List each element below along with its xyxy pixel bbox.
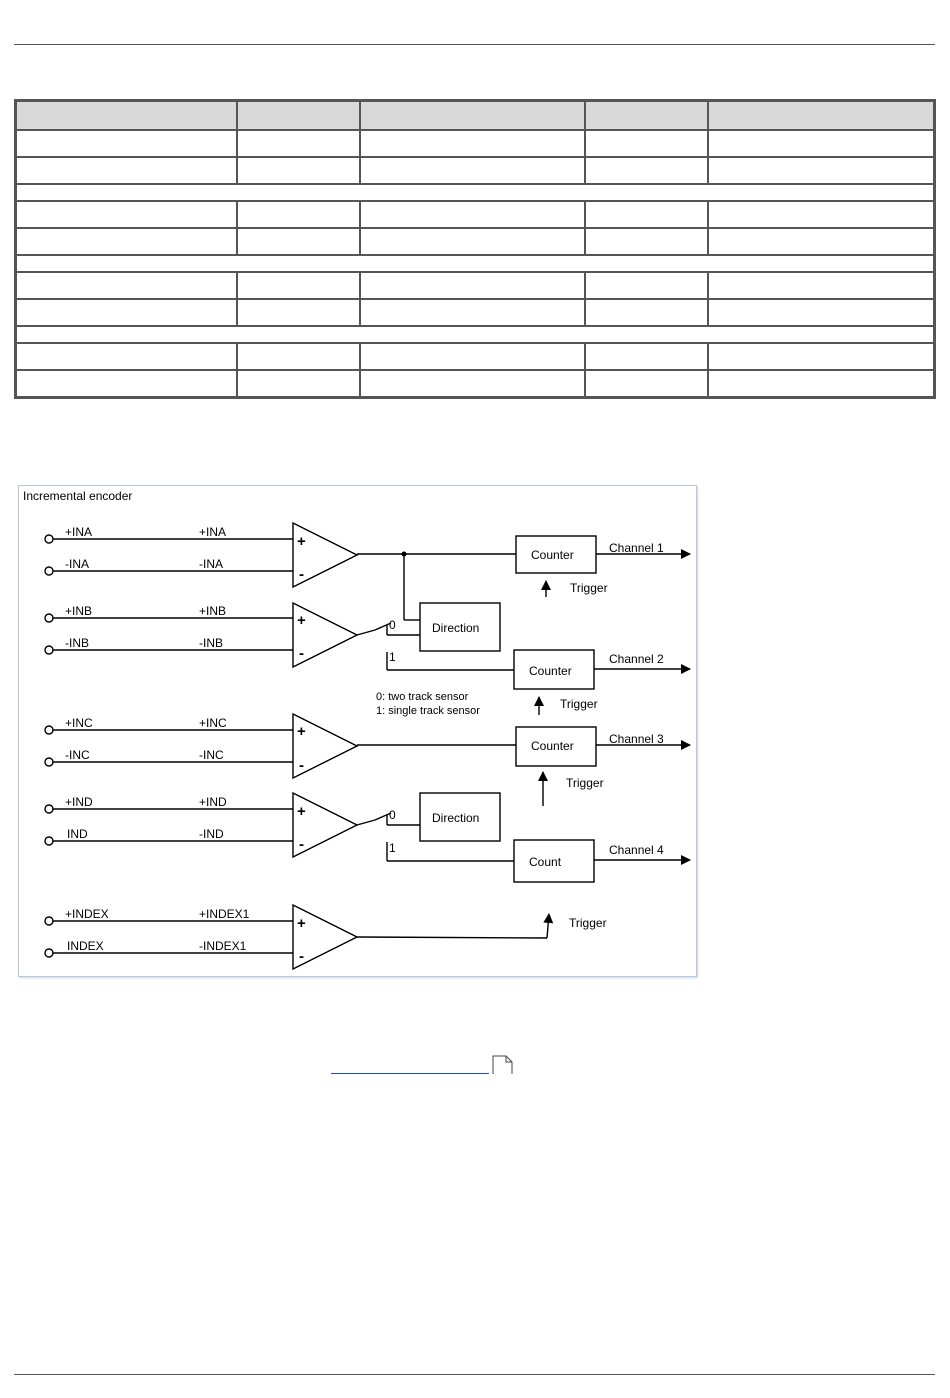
signal-label: +INA (199, 525, 226, 539)
terminal-icon (44, 566, 54, 576)
table-row (14, 342, 936, 371)
plus-sign: + (297, 723, 306, 740)
plus-sign: + (297, 612, 306, 629)
signal-label: +INC (199, 716, 227, 730)
table-header-cell (14, 99, 238, 131)
data-table (14, 99, 936, 399)
terminal-icon (44, 804, 54, 814)
channel-label: Channel 4 (609, 843, 664, 857)
minus-sign: - (299, 645, 304, 662)
minus-sign: - (299, 948, 304, 965)
pin-label: -INC (65, 748, 90, 762)
pin-label: -INB (65, 636, 89, 650)
figure-title: Incremental encoder (23, 489, 133, 503)
pin-label: IND (67, 827, 88, 841)
switch-label: 0 (389, 618, 396, 632)
pin-label: +INA (65, 525, 92, 539)
table-row (14, 156, 936, 185)
switch-label: 1 (389, 841, 396, 855)
count-4-block (513, 839, 595, 883)
comparator-d (292, 791, 359, 859)
switch-label: 1 (389, 650, 396, 664)
legend-line: 0: two track sensor (376, 691, 469, 703)
signal-label: -INDEX1 (199, 939, 247, 953)
direction-2-block (419, 792, 501, 842)
counter-label: Counter (529, 664, 572, 678)
trigger-label: Trigger (560, 697, 598, 711)
comparator-b (292, 601, 359, 669)
cross-reference-link[interactable] (331, 1063, 489, 1074)
signal-label: -INC (199, 748, 224, 762)
minus-sign: - (299, 566, 304, 583)
counter-1-block (515, 535, 597, 574)
minus-sign: - (299, 836, 304, 853)
switch-label: 0 (389, 808, 396, 822)
junction-dot (401, 551, 407, 557)
trigger-label: Trigger (570, 581, 608, 595)
plus-sign: + (297, 803, 306, 820)
signal-label: -INA (199, 557, 223, 571)
table-header-cell (707, 99, 936, 131)
terminal-icon (44, 725, 54, 735)
terminal-icon (44, 948, 54, 958)
table-group-row (14, 183, 936, 202)
pin-label: +INDEX (65, 907, 109, 921)
pin-label: -INA (65, 557, 89, 571)
table-header-cell (235, 99, 361, 131)
counter-3-block (515, 726, 597, 767)
comparator-index (292, 903, 359, 971)
table-row (14, 200, 936, 229)
channel-label: Channel 2 (609, 652, 664, 666)
terminal-icon (44, 836, 54, 846)
comparator-c (292, 712, 359, 780)
plus-sign: + (297, 533, 306, 550)
table-header-row (14, 99, 936, 131)
table-header-cell (358, 99, 587, 131)
table-row (14, 129, 936, 158)
plus-sign: + (297, 915, 306, 932)
counter-label: Counter (531, 739, 574, 753)
direction-1-block (419, 602, 501, 652)
signal-label: -INB (199, 636, 223, 650)
trigger-label: Trigger (566, 776, 604, 790)
legend-line: 1: single track sensor (376, 705, 480, 717)
counter-2-block (513, 649, 595, 690)
signal-label: +INDEX1 (199, 907, 250, 921)
page-reference-icon[interactable] (492, 1055, 518, 1075)
table-header-cell (584, 99, 710, 131)
diagram-svg: +INA -INA +INA -INA + - Counter Channel … (44, 521, 691, 971)
direction-label: Direction (432, 811, 479, 825)
table-row (14, 227, 936, 256)
trigger-label: Trigger (569, 916, 607, 930)
signal-label: +INB (199, 604, 226, 618)
terminal-icon (44, 645, 54, 655)
pin-label: +IND (65, 795, 93, 809)
header-rule (14, 44, 935, 45)
table-group-row (14, 254, 936, 273)
counter-label: Counter (531, 548, 574, 562)
channel-label: Channel 3 (609, 732, 664, 746)
terminal-icon (44, 757, 54, 767)
terminal-icon (44, 613, 54, 623)
signal-label: +IND (199, 795, 227, 809)
table-group-row (14, 325, 936, 344)
table-row (14, 298, 936, 327)
incremental-encoder-diagram: Incremental encoder (18, 485, 697, 977)
count-label: Count (529, 855, 562, 869)
pin-label: +INB (65, 604, 92, 618)
channel-label: Channel 1 (609, 541, 664, 555)
terminal-icon (44, 534, 54, 544)
pin-label: +INC (65, 716, 93, 730)
direction-label: Direction (432, 621, 479, 635)
terminal-icon (44, 916, 54, 926)
table-row (14, 271, 936, 300)
pin-label: INDEX (67, 939, 104, 953)
table-row (14, 369, 936, 399)
footer-rule (14, 1374, 935, 1375)
signal-label: -IND (199, 827, 224, 841)
comparator-a (292, 521, 359, 589)
minus-sign: - (299, 757, 304, 774)
